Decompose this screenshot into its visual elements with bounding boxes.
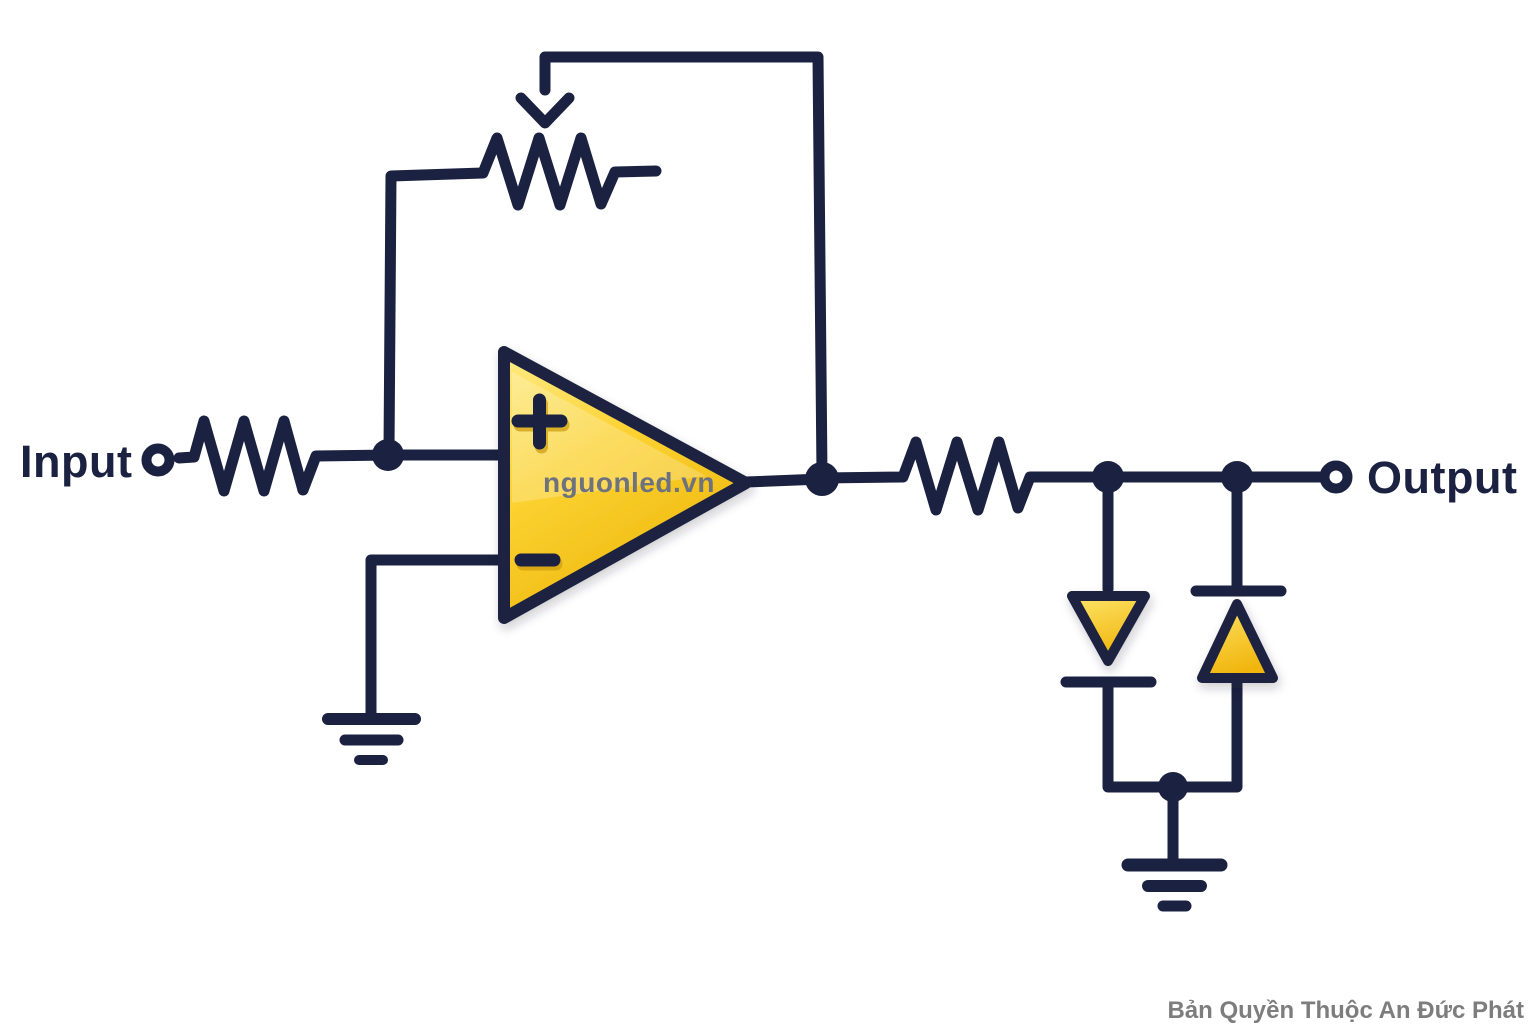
- clamp-ground-junction-dot: [1158, 772, 1188, 802]
- clamp-right-junction-dot: [1221, 461, 1253, 493]
- input-label: Input: [20, 436, 132, 487]
- opamp-plus-symbol: [511, 393, 570, 454]
- output-junction-dot: [805, 462, 839, 496]
- input-junction-dot: [372, 439, 404, 471]
- output-terminal: [1319, 460, 1353, 494]
- components: [498, 346, 1278, 683]
- ground-right-icon: [1121, 858, 1228, 912]
- opamp-plus-icon: [511, 393, 568, 450]
- output-resistor: [816, 436, 1114, 516]
- diode-down-triangle: [1067, 591, 1150, 666]
- output-label: Output: [1367, 452, 1517, 503]
- input-terminal: [141, 443, 175, 477]
- diode-up-triangle: [1197, 599, 1278, 683]
- feedback-top-rail: [539, 51, 828, 480]
- clamp-left-junction-dot: [1092, 461, 1124, 493]
- ground-left-icon: [322, 713, 421, 765]
- feedback-resistor: [383, 132, 662, 456]
- copyright-text: Bản Quyền Thuộc An Đức Phát: [1167, 997, 1524, 1024]
- clamp-bottom-rail: [1102, 673, 1243, 793]
- wiper-arrow-icon: [515, 92, 575, 129]
- site-watermark-text: nguonled.vn: [543, 467, 715, 498]
- input-resistor: [173, 415, 394, 497]
- opamp-gloss: [512, 372, 706, 503]
- inverting-input-wire: [365, 554, 511, 719]
- opamp-minus-symbol: [514, 553, 563, 571]
